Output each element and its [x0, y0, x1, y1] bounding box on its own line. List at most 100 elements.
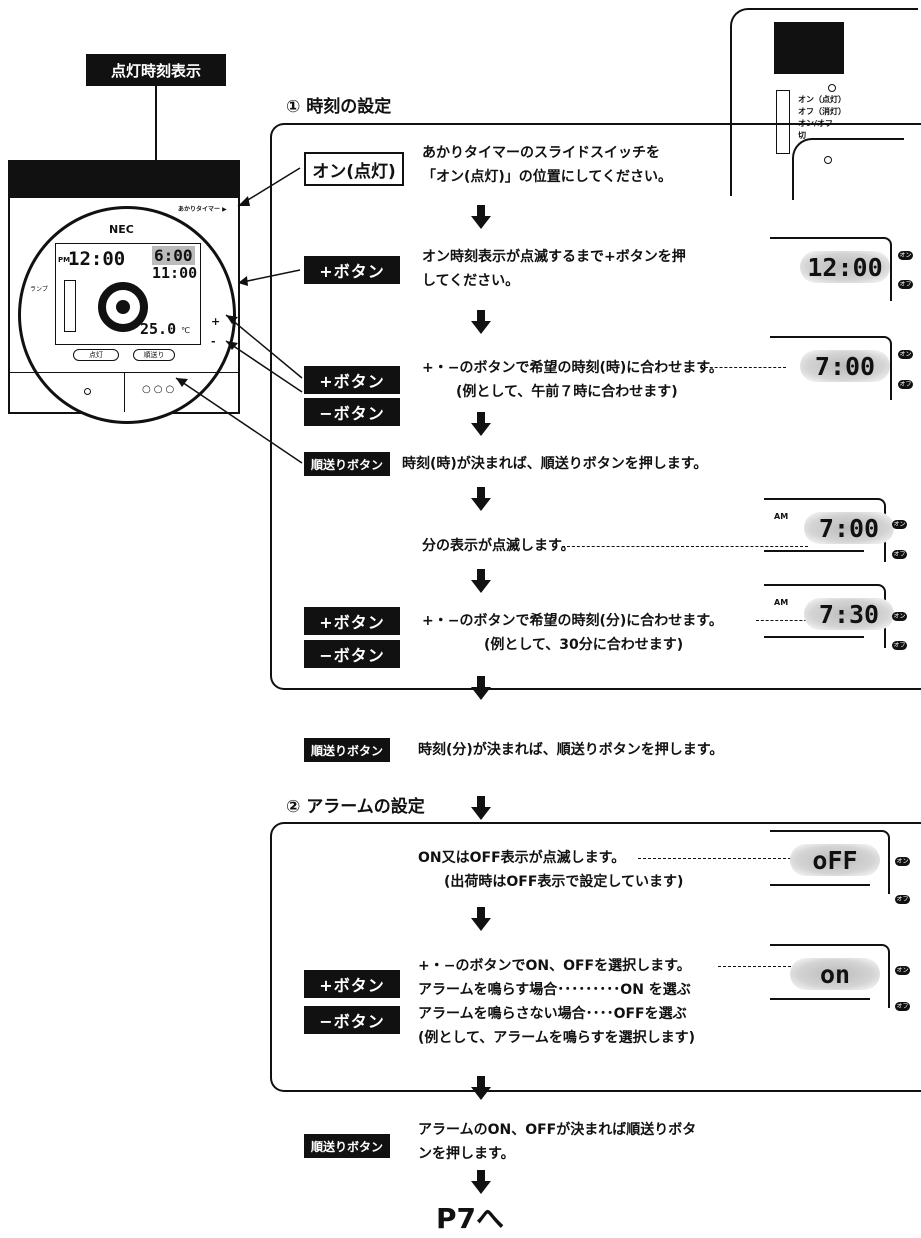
off-pill-icon: オフ	[892, 641, 907, 650]
lcd-screen: on	[790, 958, 880, 990]
off-pill-icon: オフ	[895, 895, 910, 904]
s2-step2-line1: +・−のボタンでON、OFFを選択します。	[418, 958, 691, 974]
on-pill-icon: オン	[892, 612, 907, 621]
advance-button[interactable]: 順送りボタン	[304, 452, 390, 476]
display-label-tag: 点灯時刻表示	[86, 54, 226, 86]
lcd-underline	[764, 636, 864, 638]
lamp-label: ランプ	[30, 286, 48, 293]
section2-title: ② アラームの設定	[286, 797, 425, 817]
s1-step1-line2: 「オン(点灯)」の位置にしてください。	[422, 169, 672, 185]
s2-step2-line2: アラームを鳴らす場合･････････ON を選ぶ	[418, 982, 691, 998]
dots-icon: ○○○	[142, 384, 178, 395]
slide-switch-label-0: オン（点灯）	[798, 95, 846, 104]
device-btn-right[interactable]: 順送り	[133, 349, 175, 361]
plus-button[interactable]: +ボタン	[304, 970, 400, 998]
slide-switch-curve	[792, 138, 904, 200]
minus-sign: -	[211, 335, 216, 348]
device-ring: NEC PM 12:00 6:00 11:00 ランプ 25.0 ℃ 点灯 順送…	[18, 206, 236, 424]
device-lower-split	[124, 372, 125, 412]
between-text: 時刻(分)が決まれば、順送りボタンを押します。	[418, 742, 724, 758]
section2-frame	[270, 822, 921, 1092]
slide-switch-label-1: オフ（消灯）	[798, 107, 846, 116]
inner-display: PM 12:00 6:00 11:00 ランプ 25.0 ℃	[30, 243, 201, 345]
s1-step6-line2: (例として、30分に合わせます)	[484, 637, 684, 653]
minus-button[interactable]: −ボタン	[304, 1006, 400, 1034]
s1-step4-text: 時刻(時)が決まれば、順送りボタンを押します。	[402, 456, 708, 472]
final-line2: ンを押します。	[418, 1146, 515, 1162]
plus-button[interactable]: +ボタン	[304, 256, 400, 284]
slide-switch-hole-icon	[824, 156, 832, 164]
s1-step2-line1: オン時刻表示が点滅するまで+ボタンを押	[422, 249, 686, 265]
off-pill-icon: オフ	[895, 1002, 910, 1011]
leader-line	[718, 966, 806, 967]
s2-step2-line4: (例として、アラームを鳴らすを選択します)	[418, 1030, 695, 1046]
s2-step1-line1: ON又はOFF表示が点滅します。	[418, 850, 626, 866]
s1-step3-line1: +・−のボタンで希望の時刻(時)に合わせます。	[422, 360, 723, 376]
next-page-link[interactable]: P7へ	[436, 1202, 505, 1235]
down-arrow-icon	[471, 907, 491, 931]
on-pill-icon: オン	[895, 966, 910, 975]
leader-line	[700, 367, 786, 368]
on-lit-button[interactable]: オン(点灯)	[304, 152, 404, 186]
lcd-screen: 7:30	[804, 598, 894, 630]
display-time-right-top: 6:00	[152, 246, 195, 265]
leader-line	[562, 546, 808, 547]
off-pill-icon: オフ	[898, 280, 913, 289]
lcd-underline	[770, 998, 870, 1000]
minus-button[interactable]: −ボタン	[304, 398, 400, 426]
off-pill-icon: オフ	[898, 380, 913, 389]
dpad	[98, 282, 148, 332]
down-arrow-icon	[471, 205, 491, 229]
slide-switch-panel: オン（点灯） オフ（消灯） オン/オフ 切	[730, 8, 918, 200]
lcd-screen: oFF	[790, 844, 880, 876]
lcd-step5: AM 7:00	[764, 498, 894, 562]
s1-step3-line2: (例として、午前７時に合わせます)	[456, 384, 678, 400]
lcd-underline	[764, 550, 864, 552]
lcd-screen: 7:00	[804, 512, 894, 544]
device-body: あかりタイマー ▶ NEC PM 12:00 6:00 11:00 ランプ 25…	[8, 160, 240, 424]
minus-button[interactable]: −ボタン	[304, 640, 400, 668]
lamp-level-bar	[64, 280, 76, 332]
slide-switch-top-block	[774, 22, 844, 74]
lcd-step6: AM 7:30	[764, 584, 894, 648]
slide-switch-knob-icon	[828, 84, 836, 92]
lcd-s2-step1: oFF	[770, 830, 890, 894]
leader-line	[638, 858, 806, 859]
s1-step2-line2: してください。	[422, 273, 520, 289]
lcd-screen: 12:00	[800, 251, 890, 283]
s2-step2-line3: アラームを鳴らさない場合････OFFを選ぶ	[418, 1006, 687, 1022]
down-arrow-icon	[471, 1076, 491, 1100]
down-arrow-icon	[471, 569, 491, 593]
plus-button[interactable]: +ボタン	[304, 607, 400, 635]
display-time-right-bottom: 11:00	[152, 264, 198, 282]
on-pill-icon: オン	[892, 520, 907, 529]
plus-button[interactable]: +ボタン	[304, 366, 400, 394]
brand-logo: NEC	[109, 223, 134, 236]
slide-switch-label-3: 切	[798, 131, 806, 140]
lcd-s2-step2: on	[770, 944, 890, 1008]
lcd-screen: 7:00	[800, 350, 890, 382]
down-arrow-icon	[471, 310, 491, 334]
display-time-left: 12:00	[68, 248, 126, 270]
leader-line	[756, 620, 812, 621]
hole-icon	[84, 388, 91, 395]
lcd-step3: AM 7:00	[770, 336, 892, 400]
temp-unit: ℃	[181, 326, 190, 335]
device-btn-left[interactable]: 点灯	[73, 349, 119, 361]
lcd-step2: PM 12:00	[770, 237, 892, 301]
down-arrow-icon	[471, 796, 491, 820]
on-pill-icon: オン	[895, 857, 910, 866]
down-arrow-icon	[471, 412, 491, 436]
lcd-ampm: AM	[774, 512, 789, 521]
device-top-bar	[10, 162, 238, 198]
down-arrow-icon	[471, 487, 491, 511]
pm-label: PM	[58, 256, 71, 264]
off-pill-icon: オフ	[892, 550, 907, 559]
advance-button[interactable]: 順送りボタン	[304, 738, 390, 762]
s2-step1-line2: (出荷時はOFF表示で設定しています)	[444, 874, 684, 890]
section1-title: ① 時刻の設定	[286, 97, 392, 117]
plus-sign: +	[211, 315, 221, 328]
advance-button[interactable]: 順送りボタン	[304, 1134, 390, 1158]
down-arrow-icon	[471, 1170, 491, 1194]
